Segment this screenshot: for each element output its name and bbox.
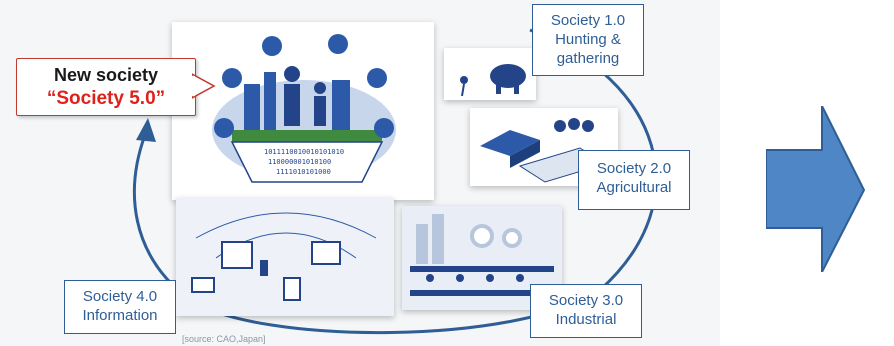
society5-illustration: 1011110010010101010 110000001010100 1111… — [172, 22, 434, 200]
society2-callout: Society 2.0 Agricultural — [578, 150, 690, 210]
new-society-callout-pointer — [192, 73, 216, 99]
society4-title: Society 4.0 — [82, 288, 158, 305]
society4-desc: Information — [82, 307, 158, 324]
society3-callout: Society 3.0 Industrial — [530, 284, 642, 338]
svg-text:1111010101000: 1111010101000 — [276, 168, 331, 176]
society1-illustration — [444, 48, 536, 100]
society3-desc: Industrial — [555, 311, 617, 328]
right-arrow-icon — [766, 106, 866, 272]
new-society-label: New society — [53, 65, 159, 85]
society3-title: Society 3.0 — [548, 292, 624, 309]
svg-text:1011110010010101010: 1011110010010101010 — [264, 148, 344, 156]
society4-illustration — [176, 198, 394, 316]
society5-label: “Society 5.0” — [46, 88, 166, 109]
source-note: [source: CAO,Japan] — [182, 334, 266, 344]
society2-desc: Agricultural — [596, 179, 672, 196]
society4-callout: Society 4.0 Information — [64, 280, 176, 334]
society1-callout: Society 1.0 Hunting & gathering — [532, 4, 644, 76]
society1-title: Society 1.0 — [550, 12, 626, 29]
new-society-callout: New society “Society 5.0” — [16, 58, 196, 116]
society2-title: Society 2.0 — [596, 160, 672, 177]
society1-desc-line1: Hunting & — [555, 31, 621, 48]
society1-desc-line2: gathering — [556, 50, 620, 67]
cycle-arrow — [132, 28, 658, 335]
svg-text:110000001010100: 110000001010100 — [268, 158, 331, 166]
